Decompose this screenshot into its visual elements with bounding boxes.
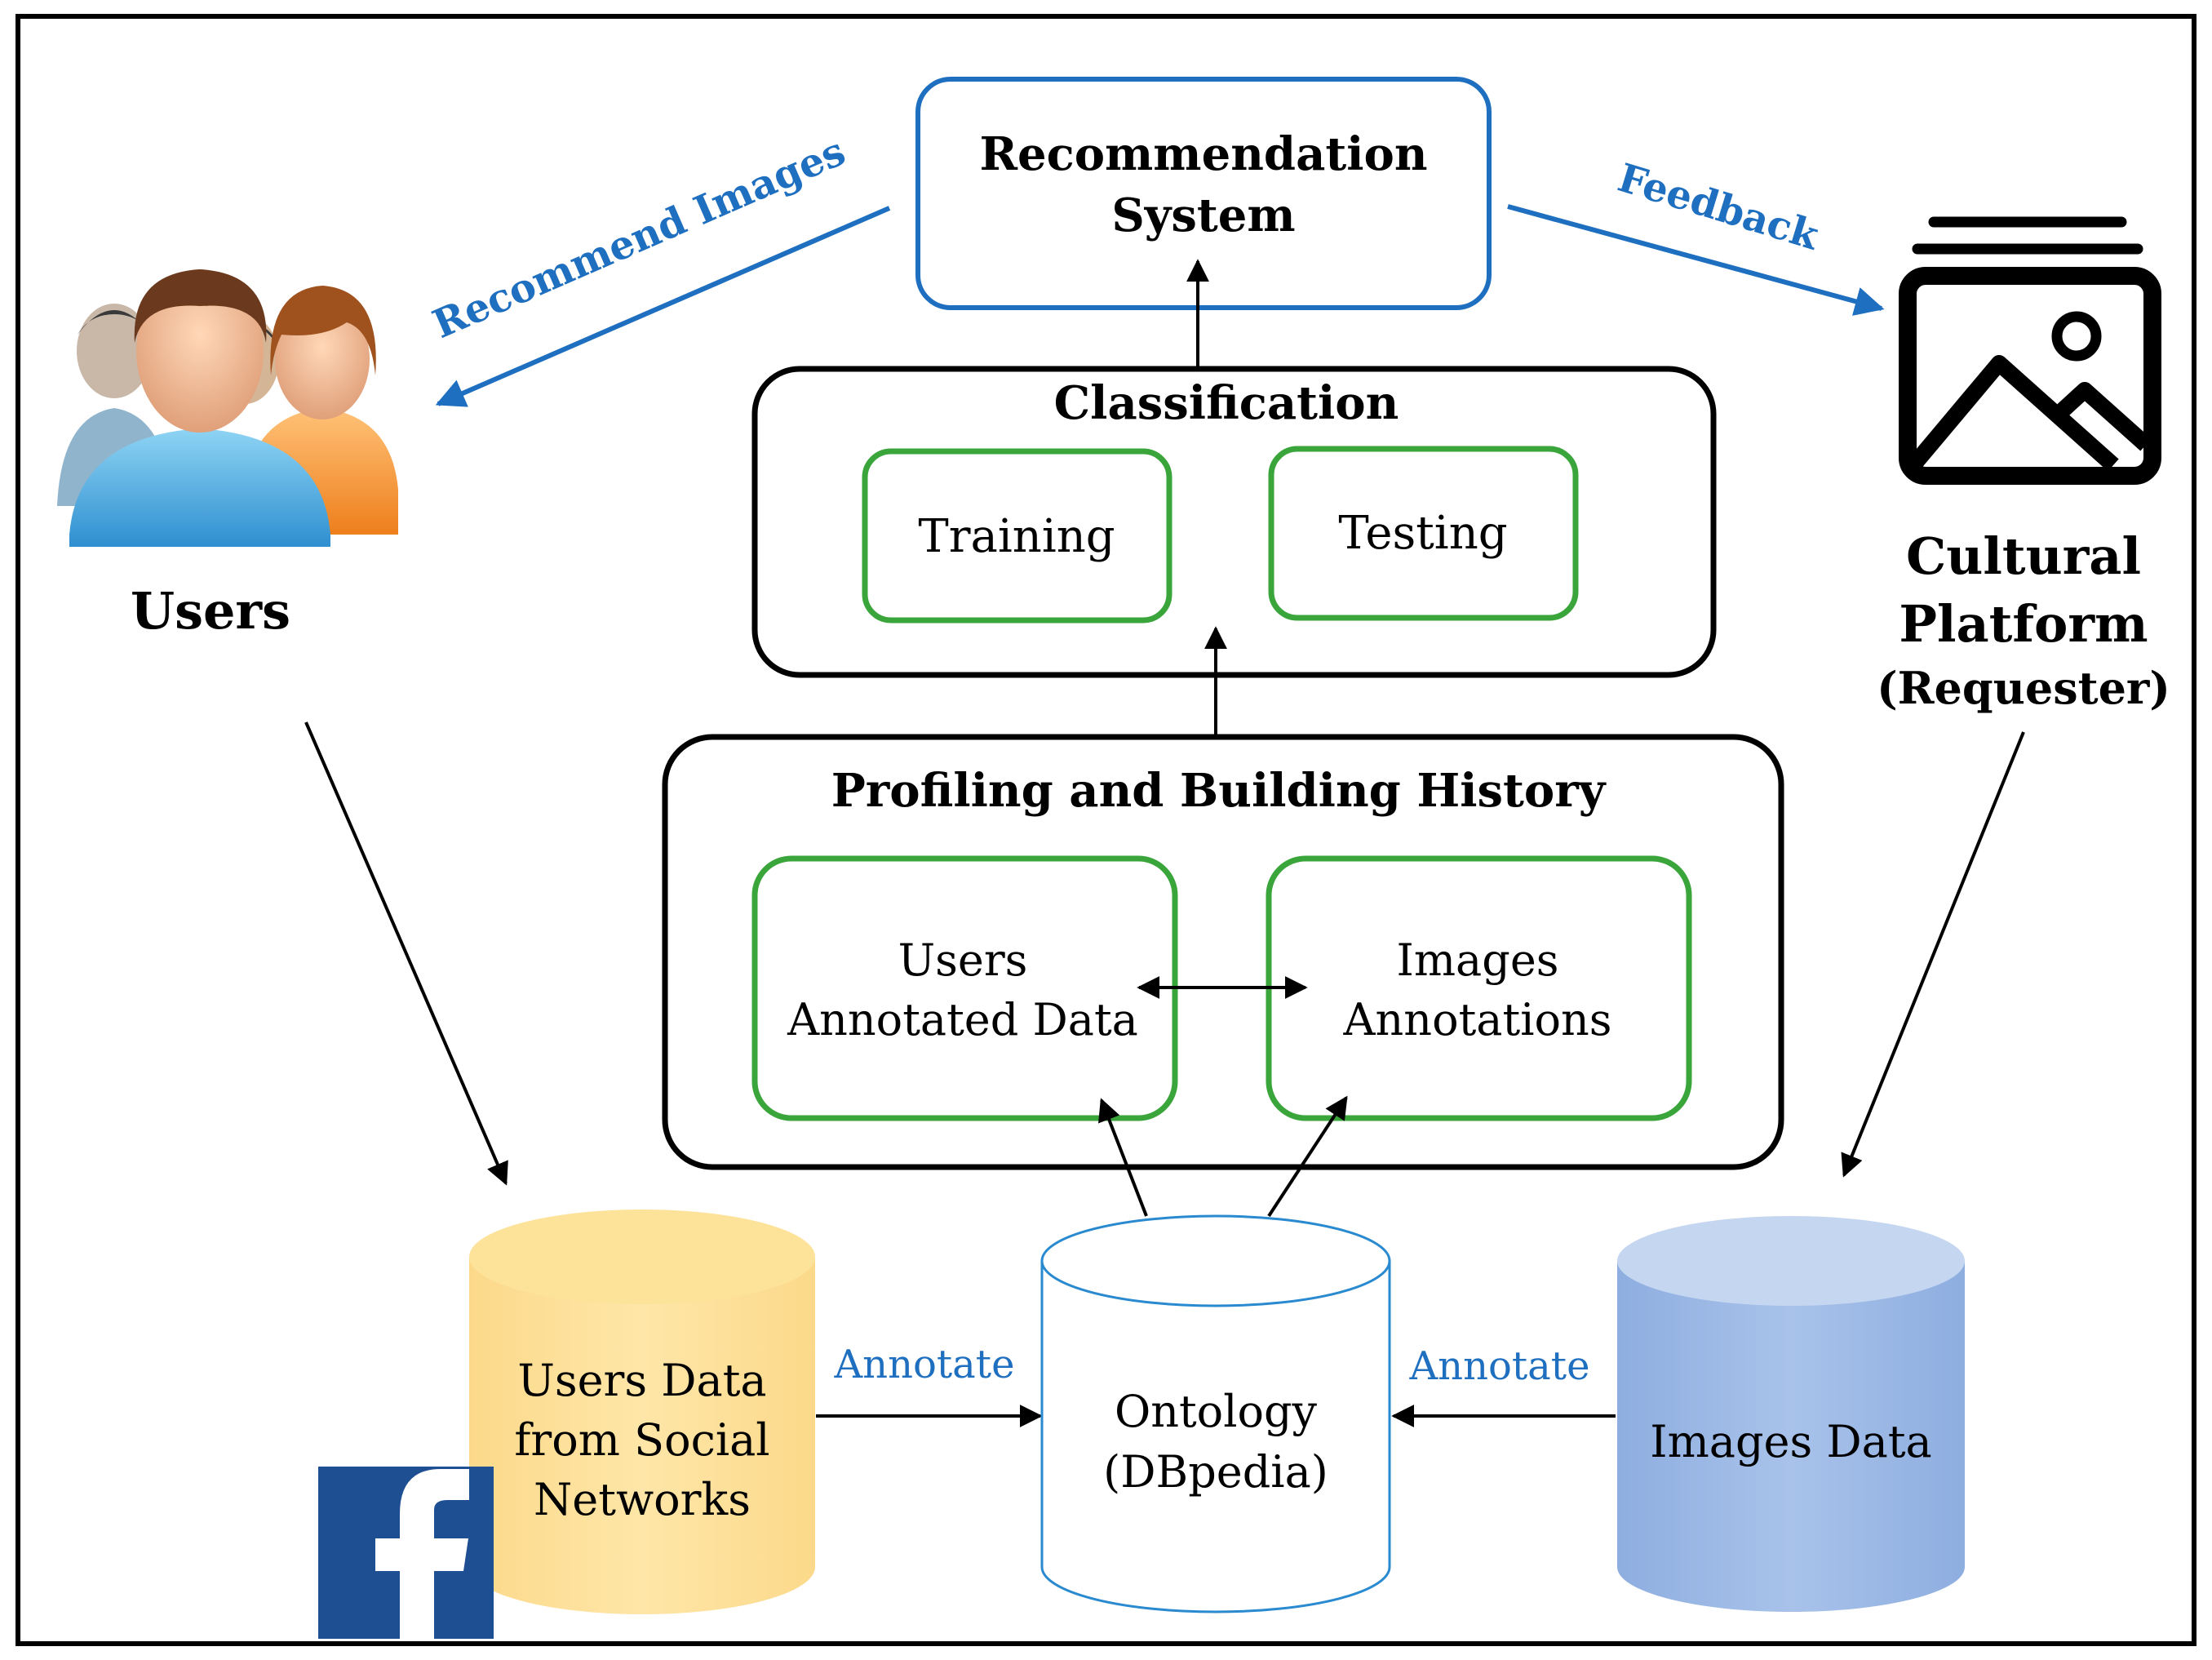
users-annotated-line2: Annotated Data <box>787 994 1138 1045</box>
arrow-platform-to-images-data <box>1841 731 2025 1178</box>
arrow-recommend-images <box>435 206 891 407</box>
image-gallery-icon <box>1899 216 2161 485</box>
users-label: Users <box>131 581 290 641</box>
recommendation-system-box[interactable]: Recommendation System <box>915 77 1492 310</box>
facebook-logo-icon <box>318 1467 494 1639</box>
users-data-line2: from Social <box>514 1414 769 1466</box>
arrow-users-to-users-data <box>304 721 508 1186</box>
training-box[interactable]: Training <box>862 448 1172 624</box>
cultural-platform-line3: (Requester) <box>1877 662 2170 714</box>
annotate-left-label: Annotate <box>834 1342 1015 1387</box>
images-annotations-box[interactable]: Images Annotations <box>1266 855 1692 1121</box>
users-data-line1: Users Data <box>517 1355 766 1406</box>
outer-frame <box>16 14 2196 1646</box>
users-group-icon <box>57 269 398 547</box>
ontology-line2: (DBpedia) <box>1103 1446 1328 1498</box>
training-label: Training <box>918 510 1115 563</box>
images-data-database[interactable]: Images Data <box>1617 1216 1965 1612</box>
users-annotated-line1: Users <box>898 934 1028 986</box>
images-data-label: Images Data <box>1650 1416 1932 1467</box>
profiling-title: Profiling and Building History <box>831 764 1607 818</box>
ontology-database[interactable]: Ontology (DBpedia) <box>1040 1214 1391 1613</box>
recommendation-system-line1: Recommendation <box>979 127 1427 181</box>
users-data-line3: Networks <box>534 1474 751 1525</box>
annotate-right-label: Annotate <box>1409 1343 1590 1389</box>
classification-title: Classification <box>1054 376 1399 430</box>
cultural-platform-line2: Platform <box>1899 594 2148 654</box>
images-annotations-line1: Images <box>1397 934 1559 986</box>
arrow-feedback <box>1507 204 1885 316</box>
testing-box[interactable]: Testing <box>1268 446 1579 621</box>
users-annotated-data-box[interactable]: Users Annotated Data <box>751 855 1178 1121</box>
users-data-database[interactable]: Users Data from Social Networks <box>469 1209 815 1614</box>
ontology-line1: Ontology <box>1115 1386 1318 1437</box>
cultural-platform-line1: Cultural <box>1906 526 2141 586</box>
recommendation-system-line2: System <box>1111 189 1295 242</box>
images-annotations-line2: Annotations <box>1343 994 1612 1045</box>
arrow-ontology-to-images-annotations <box>1267 1095 1348 1218</box>
testing-label: Testing <box>1338 507 1507 560</box>
arrow-ontology-to-users-annotated <box>1098 1098 1148 1217</box>
